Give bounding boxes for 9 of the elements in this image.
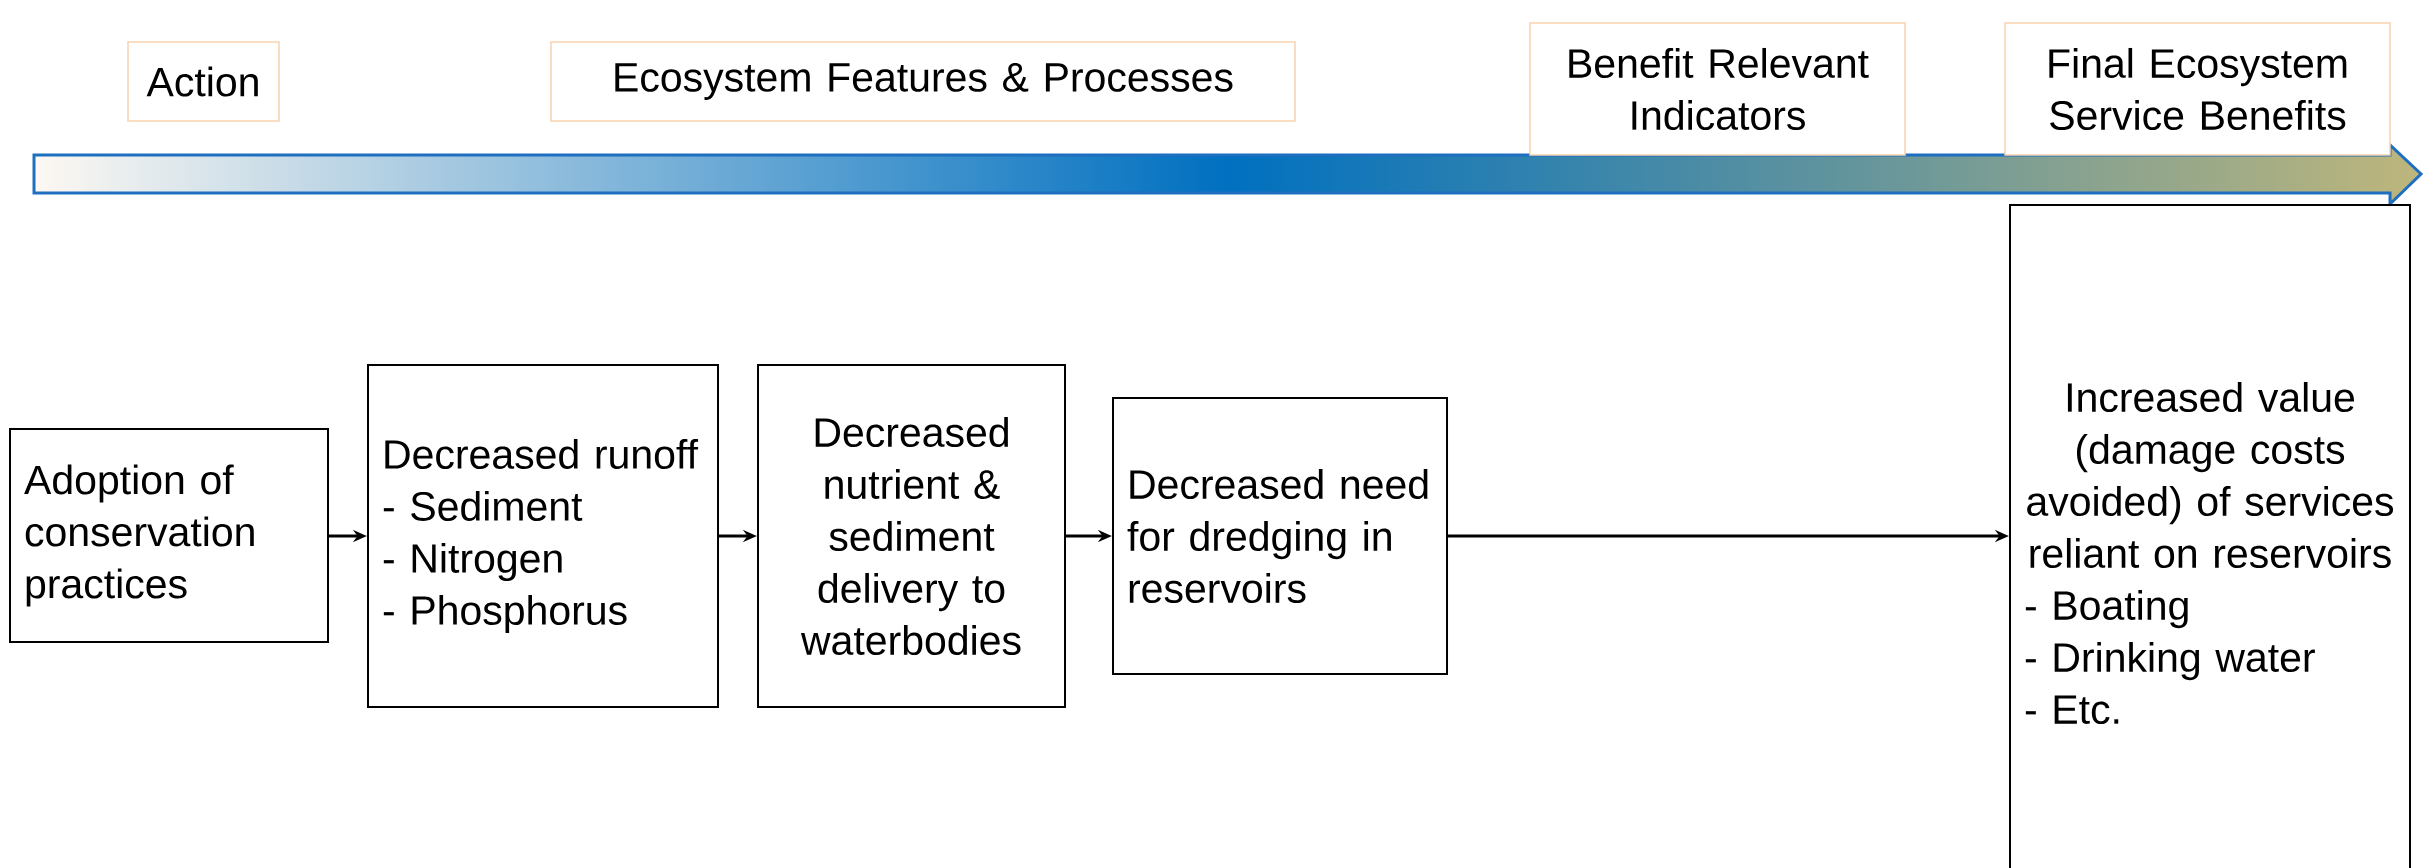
process-box: Adoption of conservation practices <box>9 428 329 643</box>
process-box: Decreased runoff - Sediment - Nitrogen - Phosphorus <box>367 364 719 708</box>
process-box: Increased value (damage costs avoided) of services reliant on reservoirs - Boating - Drinking water - Etc. <box>2009 204 2412 868</box>
stage-label-box: Ecosystem Features & Processes <box>550 41 1296 122</box>
process-box: Decreased need for dredging in reservoirs <box>1112 397 1448 675</box>
stage-label-box: Final Ecosystem Service Benefits <box>2004 22 2391 156</box>
stage-label-box: Benefit Relevant Indicators <box>1529 22 1906 156</box>
stage-label-box: Action <box>127 41 280 122</box>
process-box: Decreased nutrient & sediment delivery to waterbodies <box>757 364 1066 708</box>
